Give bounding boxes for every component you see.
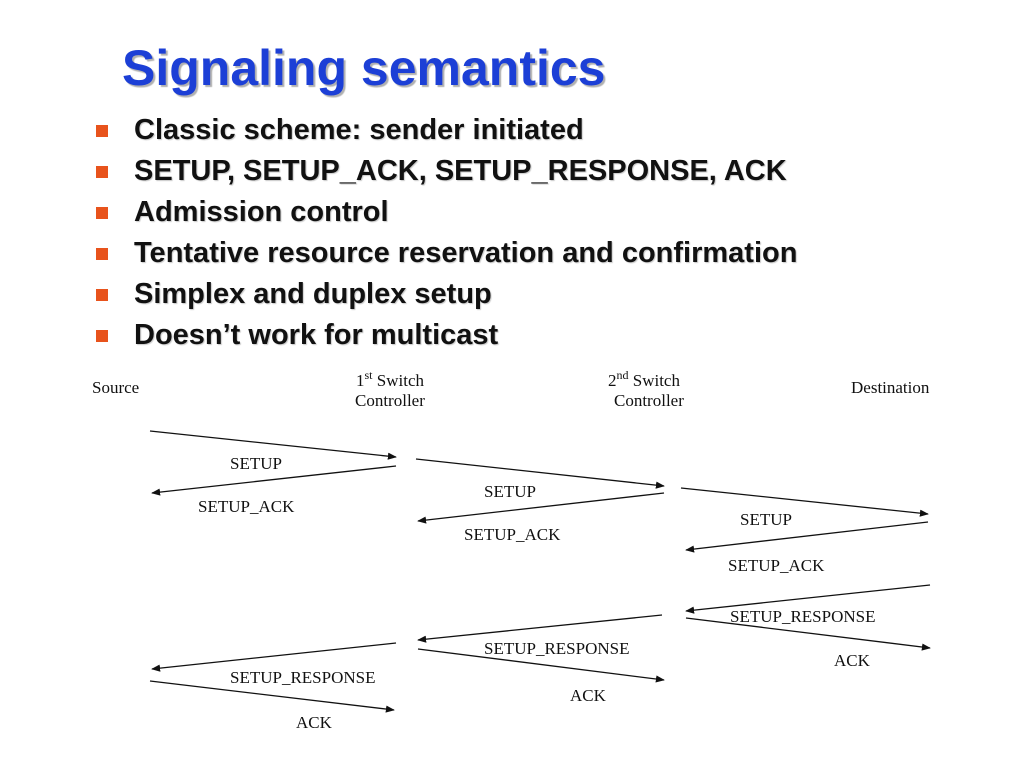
message-label: ACK — [834, 651, 871, 670]
bullet-item: SETUP, SETUP_ACK, SETUP_RESPONSE, ACK — [96, 151, 797, 192]
switch1-number: 1 — [356, 371, 365, 390]
switch1-superscript: st — [365, 368, 374, 382]
node-switch2-controller-label: Controller — [614, 391, 684, 410]
switch1-word: Switch — [373, 371, 425, 390]
bullet-text: SETUP, SETUP_ACK, SETUP_RESPONSE, ACK — [134, 155, 787, 187]
arrow-setup-switch2-to-destination — [680, 487, 929, 517]
bullet-item: Classic scheme: sender initiated — [96, 110, 797, 151]
arrow-setup-response-switch2-to-switch1 — [417, 614, 663, 643]
arrow-ack-switch1-to-switch2 — [417, 648, 665, 683]
arrow-setup-switch1-to-switch2 — [415, 458, 665, 489]
arrow-setup-response-switch1-to-source — [151, 642, 397, 672]
square-bullet-icon — [96, 329, 108, 342]
node-source-label: Source — [92, 378, 139, 397]
node-switch2-label: 2nd Switch — [608, 368, 680, 390]
bullet-text: Admission control — [134, 196, 389, 228]
arrow-setup-ack-destination-to-switch2 — [685, 521, 929, 553]
bullet-item: Tentative resource reservation and confi… — [96, 233, 797, 274]
node-destination-label: Destination — [851, 378, 930, 397]
bullet-list: Classic scheme: sender initiated SETUP, … — [96, 110, 797, 356]
arrow-setup-ack-switch2-to-switch1 — [417, 492, 665, 524]
switch2-word: Switch — [629, 371, 681, 390]
bullet-item: Admission control — [96, 192, 797, 233]
bullet-item: Doesn’t work for multicast — [96, 315, 797, 356]
square-bullet-icon — [96, 124, 108, 137]
message-label: SETUP — [230, 454, 282, 473]
bullet-text: Doesn’t work for multicast — [134, 319, 499, 351]
bullet-text: Tentative resource reservation and confi… — [134, 237, 798, 269]
message-label: SETUP_ACK — [198, 497, 295, 516]
message-label: SETUP_RESPONSE — [230, 668, 375, 687]
square-bullet-icon — [96, 206, 108, 219]
arrow-setup-source-to-switch1 — [149, 430, 397, 460]
message-label: SETUP_ACK — [464, 525, 561, 544]
arrow-ack-source-to-switch1 — [149, 680, 395, 713]
square-bullet-icon — [96, 288, 108, 301]
arrow-setup-response-destination-to-switch2 — [685, 584, 931, 614]
square-bullet-icon — [96, 247, 108, 260]
message-label: ACK — [296, 713, 333, 732]
switch2-superscript: nd — [617, 368, 629, 382]
message-label: SETUP — [740, 510, 792, 529]
square-bullet-icon — [96, 165, 108, 178]
bullet-item: Simplex and duplex setup — [96, 274, 797, 315]
message-label: SETUP_ACK — [728, 556, 825, 575]
bullet-text: Classic scheme: sender initiated — [134, 114, 584, 146]
node-switch1-controller-label: Controller — [355, 391, 425, 410]
node-switch1-label: 1st Switch — [356, 368, 424, 390]
bullet-text: Simplex and duplex setup — [134, 278, 492, 310]
arrow-ack-switch2-to-destination — [685, 617, 931, 651]
message-label: ACK — [570, 686, 607, 705]
message-label: SETUP_RESPONSE — [730, 607, 875, 626]
message-label: SETUP_RESPONSE — [484, 639, 629, 658]
message-label: SETUP — [484, 482, 536, 501]
slide-title: Signaling semantics — [122, 40, 606, 96]
arrow-setup-ack-switch1-to-source — [151, 465, 397, 496]
switch2-number: 2 — [608, 371, 617, 390]
